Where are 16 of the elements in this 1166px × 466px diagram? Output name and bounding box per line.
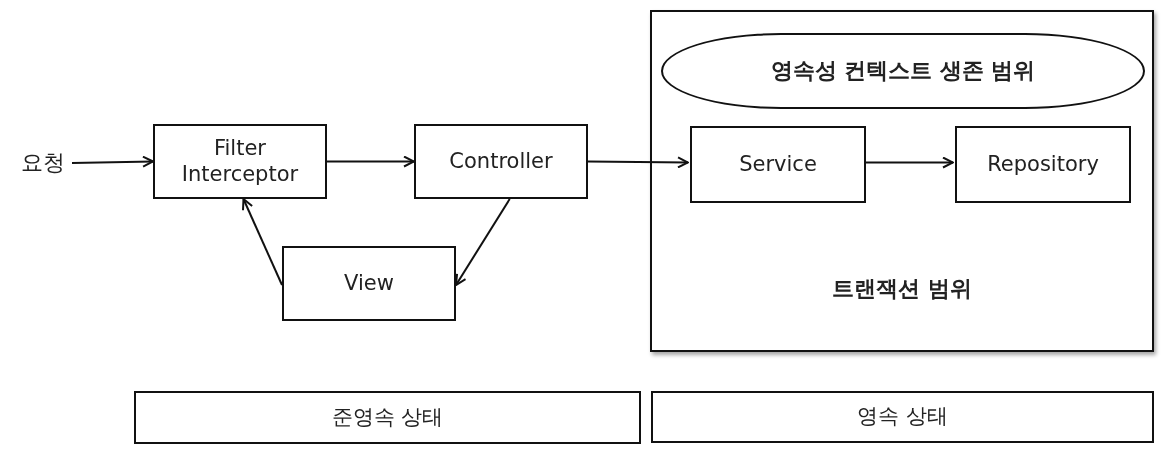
process-box: Repository (955, 126, 1131, 203)
arrow (242, 198, 283, 286)
transaction-scope-box (650, 10, 1154, 352)
request-label: 요청 (14, 145, 72, 181)
arrow (863, 156, 954, 169)
state-box: 준영속 상태 (134, 391, 641, 444)
scope-label: 트랜잭션 범위 (831, 275, 973, 303)
arrow (71, 155, 154, 168)
arrow (587, 156, 689, 169)
arrow (455, 198, 511, 286)
process-box: View (282, 246, 456, 321)
state-box: 영속 상태 (651, 391, 1154, 443)
process-box: Service (690, 126, 866, 203)
arrow (326, 155, 415, 168)
process-box: Filter Interceptor (153, 124, 327, 199)
process-box: Controller (414, 124, 588, 199)
